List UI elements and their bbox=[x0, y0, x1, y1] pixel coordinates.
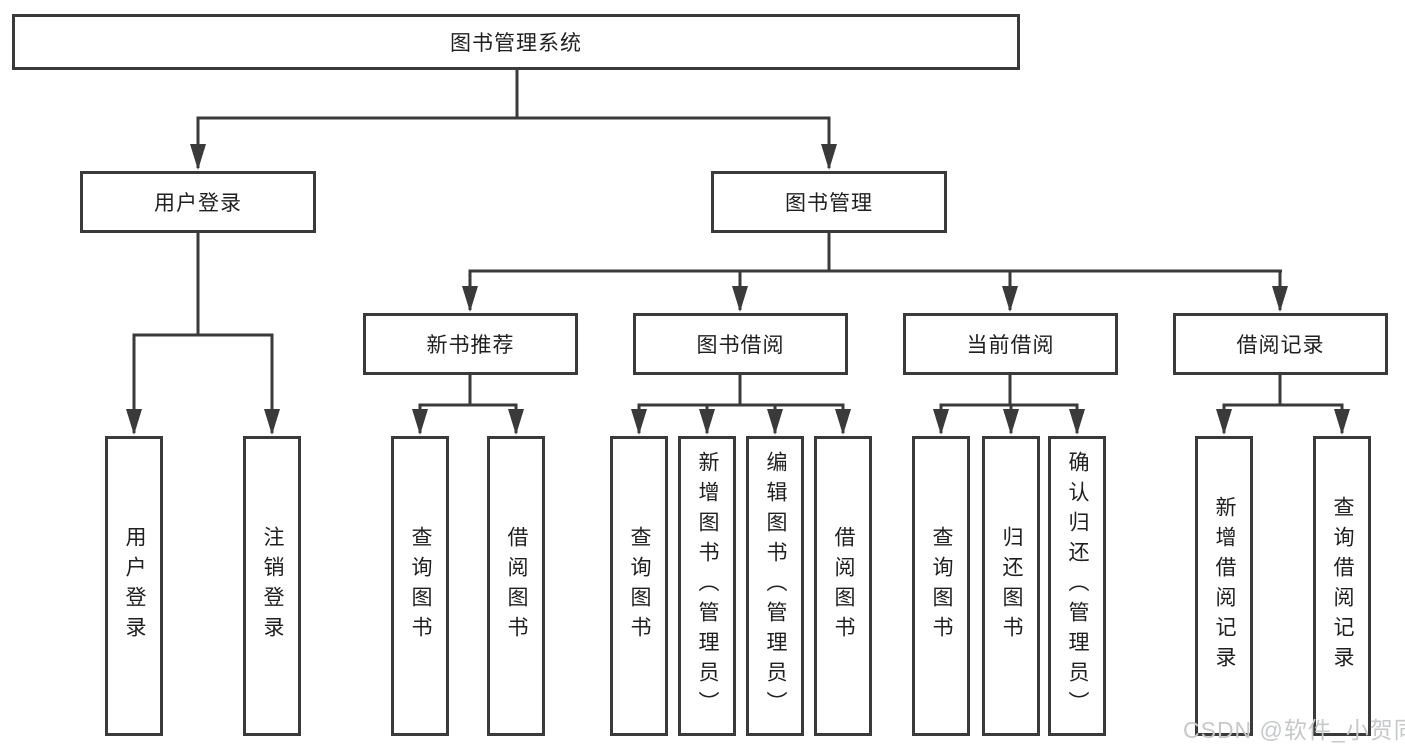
leaf-cb-confirm-return-admin-label: 确认归还（管理员） bbox=[1066, 451, 1089, 721]
node-book-borrow: 图书借阅 bbox=[633, 313, 848, 375]
leaf-logout: 注销登录 bbox=[243, 436, 301, 736]
leaf-br-add-record-label: 新增借阅记录 bbox=[1213, 496, 1236, 676]
leaf-bb-edit-book-admin-label: 编辑图书（管理员） bbox=[764, 451, 787, 721]
node-book-borrow-label: 图书借阅 bbox=[696, 334, 785, 357]
leaf-cb-query-books-label: 查询图书 bbox=[930, 526, 953, 646]
node-current-borrow: 当前借阅 bbox=[903, 313, 1118, 375]
leaf-logout-label: 注销登录 bbox=[261, 526, 284, 646]
leaf-bb-query-books: 查询图书 bbox=[610, 436, 668, 736]
leaf-bb-query-books-label: 查询图书 bbox=[628, 526, 651, 646]
leaf-nb-borrow-books: 借阅图书 bbox=[487, 436, 545, 736]
csdn-watermark: CSDN @软件_小贺同学 bbox=[1183, 717, 1405, 743]
node-borrow-records-label: 借阅记录 bbox=[1236, 334, 1325, 357]
node-root: 图书管理系统 bbox=[12, 14, 1020, 70]
leaf-nb-query-books: 查询图书 bbox=[391, 436, 449, 736]
leaf-cb-return-books-label: 归还图书 bbox=[1000, 526, 1023, 646]
leaf-nb-borrow-books-label: 借阅图书 bbox=[505, 526, 528, 646]
node-new-book-recommend: 新书推荐 bbox=[363, 313, 578, 375]
leaf-bb-add-book-admin-label: 新增图书（管理员） bbox=[696, 451, 719, 721]
leaf-bb-edit-book-admin: 编辑图书（管理员） bbox=[746, 436, 804, 736]
node-user-login: 用户登录 bbox=[80, 171, 316, 233]
leaf-br-add-record: 新增借阅记录 bbox=[1195, 436, 1253, 736]
node-current-borrow-label: 当前借阅 bbox=[966, 334, 1055, 357]
leaf-cb-query-books: 查询图书 bbox=[912, 436, 970, 736]
leaf-br-query-record-label: 查询借阅记录 bbox=[1331, 496, 1354, 676]
node-book-management-label: 图书管理 bbox=[785, 192, 873, 215]
leaf-bb-add-book-admin: 新增图书（管理员） bbox=[678, 436, 736, 736]
leaf-bb-borrow-books-label: 借阅图书 bbox=[832, 526, 855, 646]
leaf-user-login-label: 用户登录 bbox=[123, 526, 146, 646]
leaf-user-login: 用户登录 bbox=[105, 436, 163, 736]
leaf-nb-query-books-label: 查询图书 bbox=[409, 526, 432, 646]
leaf-bb-borrow-books: 借阅图书 bbox=[814, 436, 872, 736]
leaf-cb-return-books: 归还图书 bbox=[982, 436, 1040, 736]
node-user-login-label: 用户登录 bbox=[154, 192, 242, 215]
node-book-management: 图书管理 bbox=[711, 171, 947, 233]
leaf-cb-confirm-return-admin: 确认归还（管理员） bbox=[1048, 436, 1106, 736]
node-borrow-records: 借阅记录 bbox=[1173, 313, 1388, 375]
node-new-book-recommend-label: 新书推荐 bbox=[426, 334, 515, 357]
node-root-label: 图书管理系统 bbox=[450, 32, 582, 55]
leaf-br-query-record: 查询借阅记录 bbox=[1313, 436, 1371, 736]
